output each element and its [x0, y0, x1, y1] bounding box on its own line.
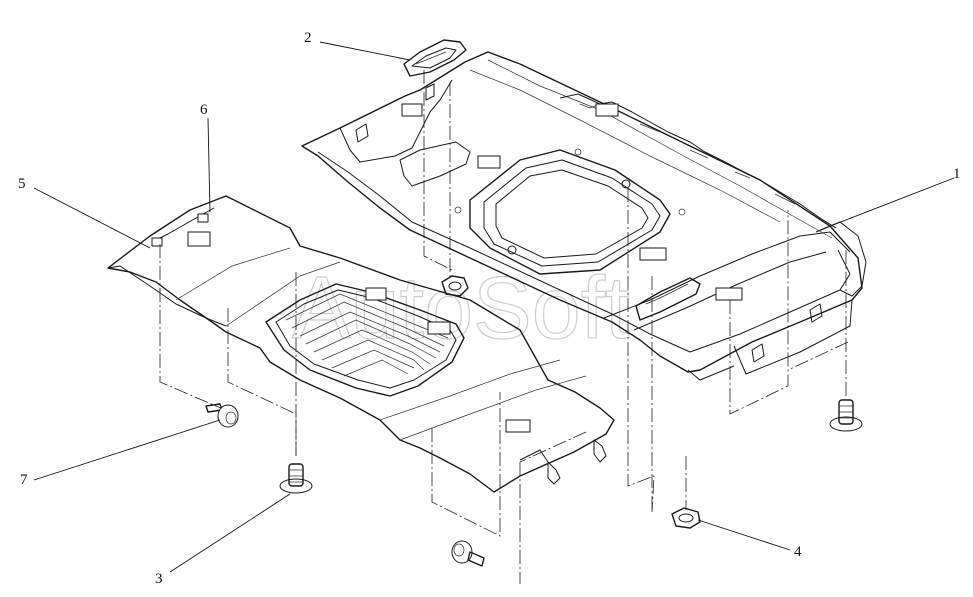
callout-1: 1 — [953, 166, 961, 182]
rear-ceiling-panel — [301, 51, 867, 381]
watermark-text: AutoSoft — [292, 258, 630, 357]
callout-labels: 1 2 3 4 5 6 7 — [18, 30, 961, 587]
screw-upper — [205, 403, 239, 428]
callout-5: 5 — [18, 176, 26, 192]
hex-nut-upper — [441, 275, 469, 297]
fastener-centerlines — [159, 70, 849, 584]
callout-7: 7 — [20, 472, 28, 488]
callout-2: 2 — [304, 30, 312, 46]
dome-lamp — [403, 39, 467, 77]
leader-lines — [33, 41, 955, 573]
callout-6: 6 — [200, 102, 208, 118]
push-clip-right — [829, 399, 863, 432]
callout-4: 4 — [794, 544, 802, 560]
front-ceiling-panel — [107, 195, 615, 493]
callout-3: 3 — [155, 571, 163, 587]
screw-lower — [451, 540, 485, 567]
hex-nut-lower — [671, 507, 701, 529]
push-clip-left — [279, 463, 313, 494]
